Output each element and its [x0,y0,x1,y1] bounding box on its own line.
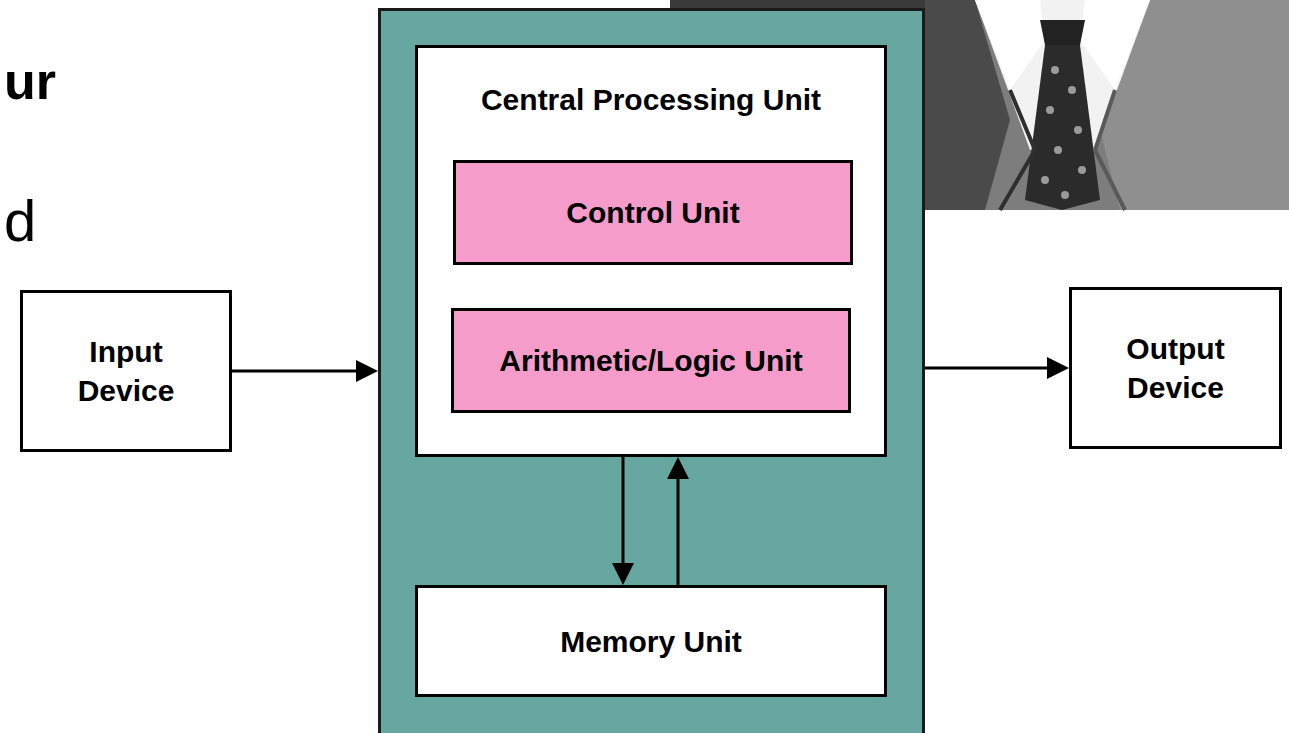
lapel-line [1000,90,1035,210]
arrow-connector [677,465,680,585]
input-device-box: Input Device [20,290,232,452]
left-collar [975,0,1045,90]
memory-unit-box: Memory Unit [415,585,887,697]
cpu-box: Control UnitArithmetic/Logic Unit Central… [415,45,887,457]
arrow-connector [622,457,625,577]
suit [925,0,1289,210]
tie [1025,45,1100,210]
slide-text-fragment: ur [4,52,56,112]
output-device-box: Output Device [1069,287,1282,449]
box-label: Arithmetic/Logic Unit [499,341,802,380]
arrow-connector [925,367,1061,370]
box-label: Central Processing Unit [481,80,821,119]
tie-knot [1040,20,1085,45]
computer-housing: Control UnitArithmetic/Logic Unit Central… [378,8,925,733]
alu-box: Arithmetic/Logic Unit [451,308,851,413]
photo-edge [670,0,925,8]
box-label: Input Device [78,332,175,410]
arrow-connector [232,370,370,373]
housing-fill [381,11,922,733]
box-label: Output Device [1126,329,1224,407]
box-label: Control Unit [566,193,739,232]
box-label: Memory Unit [560,622,742,661]
right-collar [1080,0,1150,90]
slide-text-fragment: d [4,188,36,255]
control-unit-box: Control Unit [453,160,853,265]
lapel-line [1095,90,1125,210]
tie-pattern [1041,66,1086,199]
